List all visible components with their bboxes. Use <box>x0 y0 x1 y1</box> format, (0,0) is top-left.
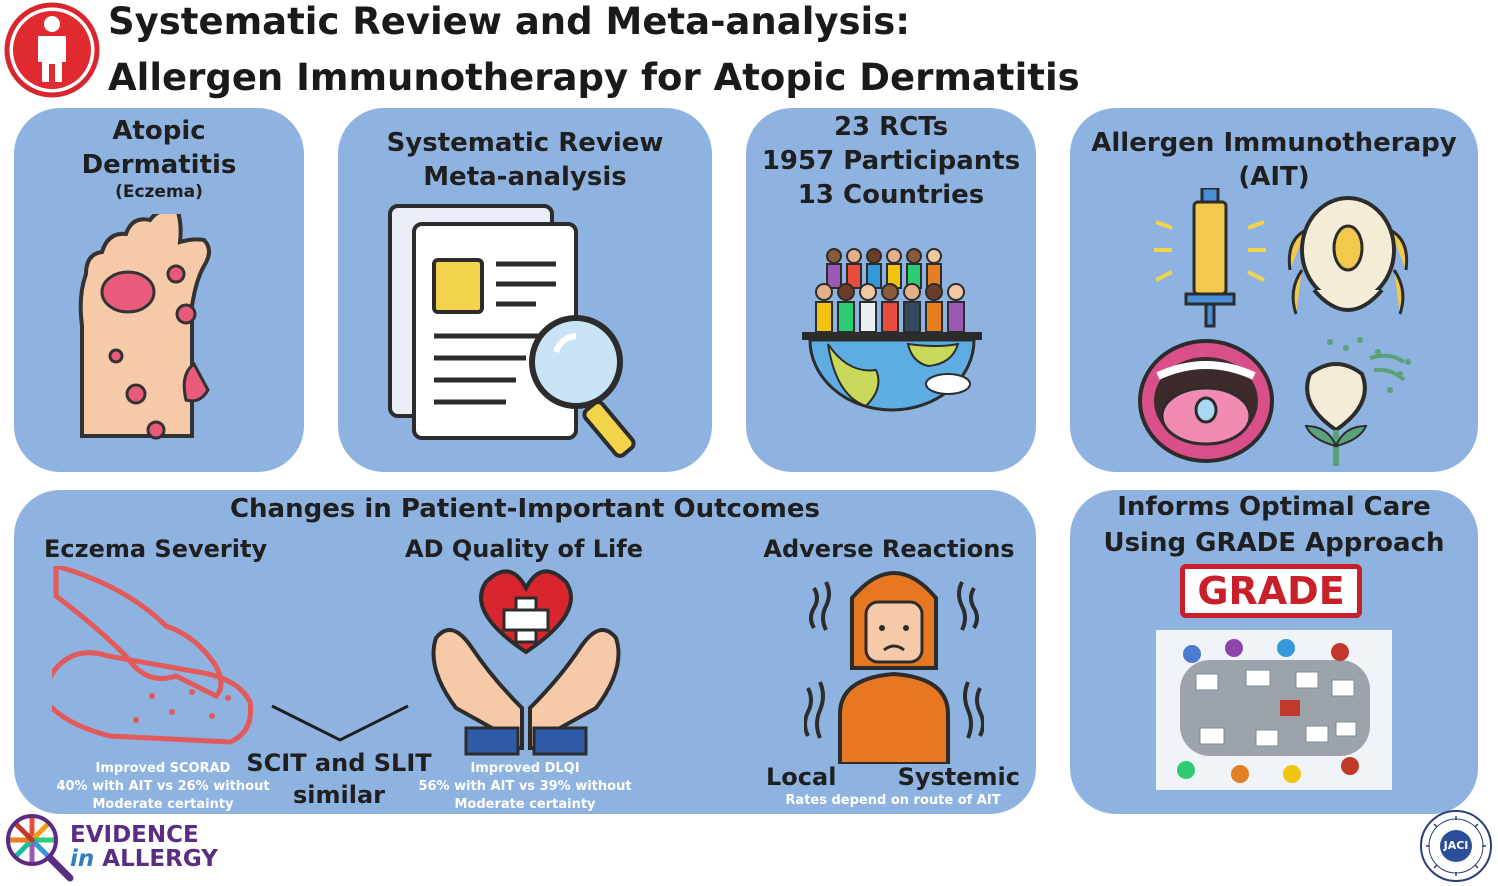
people-globe-icon <box>802 248 982 412</box>
jaci-seal-ring-icon <box>1426 816 1486 876</box>
qol-dlqi-rates: 56% with AIT vs 39% without <box>418 779 632 794</box>
evidence-in-allergy-logo-icon <box>6 814 74 882</box>
eczema-certainty: Moderate certainty <box>92 797 234 812</box>
stats-rcts: 23 RCTs <box>833 112 949 142</box>
syringe-icon <box>1154 188 1266 328</box>
stats-participants: 1957 Participants <box>761 146 1021 176</box>
qol-dlqi: Improved DLQI <box>470 761 580 776</box>
page-title-line1: Systematic Review and Meta-analysis: <box>108 0 911 43</box>
outcomes-heading: Changes in Patient-Important Outcomes <box>229 494 821 524</box>
ad-title-line2: Dermatitis <box>81 150 237 180</box>
adverse-local: Local <box>766 763 837 791</box>
eczema-severity-label: Eczema Severity <box>44 535 268 563</box>
grade-title-line2: Using GRADE Approach <box>1103 528 1445 558</box>
ait-title-line2: (AIT) <box>1238 162 1310 192</box>
panel-study-stats: 23 RCTs 1957 Participants 13 Countries <box>746 108 1036 472</box>
adverse-systemic: Systemic <box>897 763 1020 791</box>
eczema-arm-icon <box>78 214 211 440</box>
grade-badge-text: GRADE <box>1197 569 1345 613</box>
scratching-hands-icon <box>52 566 254 745</box>
evidence-logo-line2: in ALLERGY <box>70 846 218 872</box>
comparison-chevron <box>271 704 409 742</box>
panel-grade: Informs Optimal Care Using GRADE Approac… <box>1070 490 1478 814</box>
panel-systematic-review: Systematic Review Meta-analysis <box>338 108 712 472</box>
evidence-logo-in: in <box>70 846 95 872</box>
qol-certainty: Moderate certainty <box>454 797 596 812</box>
mouth-tablet-icon <box>1138 339 1274 463</box>
sr-title-line1: Systematic Review <box>386 128 664 158</box>
page-title-line2: Allergen Immunotherapy for Atopic Dermat… <box>108 56 1080 99</box>
qol-label: AD Quality of Life <box>405 535 643 563</box>
header-person-icon <box>4 2 100 98</box>
panel-ait: Allergen Immunotherapy (AIT) <box>1070 108 1478 472</box>
jaci-seal: JACI <box>1420 810 1492 882</box>
panel-outcomes: Changes in Patient-Important Outcomes Ec… <box>14 490 1036 814</box>
eczema-scorad-rates: 40% with AIT vs 26% without <box>56 779 270 794</box>
ait-title-line1: Allergen Immunotherapy <box>1091 128 1457 158</box>
adverse-reactions-label: Adverse Reactions <box>763 535 1015 563</box>
adverse-route-note: Rates depend on route of AIT <box>785 793 1001 808</box>
scit-slit-line2: similar <box>292 781 385 809</box>
evidence-logo-allergy: ALLERGY <box>102 846 218 872</box>
ad-title-line1: Atopic <box>112 116 206 146</box>
meeting-table-icon <box>1156 630 1392 790</box>
heart-hands-icon <box>431 569 621 756</box>
worried-person-icon <box>804 571 984 764</box>
dust-mite-icon <box>1287 196 1409 315</box>
jaci-seal-text: JACI <box>1443 839 1469 852</box>
jaci-seal-center: JACI <box>1440 830 1472 862</box>
panel-atopic-dermatitis: Atopic Dermatitis (Eczema) <box>14 108 304 472</box>
grade-badge: GRADE <box>1180 564 1362 618</box>
pollen-flower-icon <box>1304 337 1411 466</box>
ad-subtitle: (Eczema) <box>115 182 203 202</box>
eczema-scorad: Improved SCORAD <box>95 761 231 776</box>
grade-title-line1: Informs Optimal Care <box>1117 492 1431 522</box>
evidence-logo-line1: EVIDENCE <box>70 822 199 848</box>
scit-slit-line1: SCIT and SLIT <box>246 749 432 777</box>
stats-countries: 13 Countries <box>797 180 985 210</box>
document-magnifier-icon <box>388 204 636 458</box>
sr-title-line2: Meta-analysis <box>423 162 627 192</box>
